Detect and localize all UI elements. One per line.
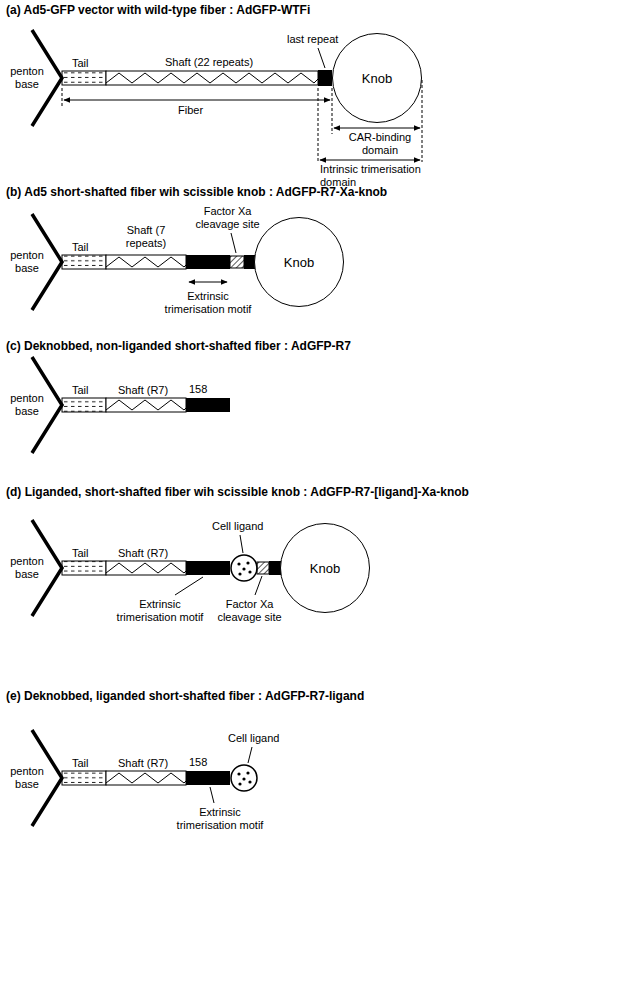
- part-label: penton base: [6, 65, 48, 90]
- node-text: Knob: [284, 255, 314, 270]
- tail-segment: [62, 398, 106, 412]
- tail-segment: [62, 255, 106, 269]
- ligand-symbol: [231, 555, 257, 581]
- part-label: Tail: [72, 757, 89, 770]
- dimension-guide: [422, 80, 423, 162]
- panel-title: (e) Deknobbed, liganded short-shafted fi…: [6, 690, 364, 704]
- dimension-guide: [332, 88, 333, 134]
- shaft-repeats: [106, 73, 318, 83]
- part-label: penton base: [6, 555, 48, 580]
- part-label: Shaft (7 repeats): [116, 224, 176, 249]
- part-label: last repeat: [287, 33, 338, 46]
- ligand-symbol: [231, 765, 257, 791]
- shaft-segment: [106, 71, 318, 85]
- ligand-dot: [237, 562, 240, 565]
- dimension-label: Fiber: [178, 104, 203, 117]
- tail-segment: [62, 71, 106, 85]
- part-label: Tail: [72, 241, 89, 254]
- part-label: Extrinsic trimerisation motif: [158, 290, 258, 315]
- shaft-repeats: [106, 563, 186, 573]
- dimension-label: Intrinsic trimerisation domain: [320, 163, 445, 188]
- leader-line: [175, 577, 203, 595]
- tail-segment: [62, 561, 106, 575]
- part-label: Factor Xa cleavage site: [212, 598, 287, 623]
- shaft-repeats: [106, 773, 186, 783]
- part-label: Shaft (22 repeats): [165, 56, 253, 69]
- part-label: Extrinsic trimerisation motif: [170, 806, 270, 831]
- part-label: Factor Xa cleavage site: [190, 205, 265, 230]
- part-label: Cell ligand: [212, 520, 263, 533]
- cleavage-site: [230, 256, 244, 268]
- part-label: Extrinsic trimerisation motif: [110, 598, 210, 623]
- dimension-guide: [62, 88, 63, 106]
- ligand-dot: [248, 780, 251, 783]
- residue-number: 158: [189, 383, 207, 396]
- ligand-dot: [246, 771, 249, 774]
- ligand-dot: [246, 561, 249, 564]
- shaft-segment: [106, 561, 186, 575]
- part-label: Tail: [72, 57, 89, 70]
- ligand-dot: [242, 567, 245, 570]
- trimerisation-block: [186, 398, 230, 412]
- shaft-segment: [106, 255, 186, 269]
- leader-line: [248, 747, 252, 763]
- panel-title: (d) Liganded, short-shafted fiber wih sc…: [6, 486, 469, 500]
- shaft-segment: [106, 771, 186, 785]
- ligand-dot: [242, 777, 245, 780]
- dimension-guide: [318, 88, 319, 162]
- leader-line: [231, 233, 236, 253]
- part-label: Cell ligand: [228, 732, 279, 745]
- leader-line: [255, 576, 262, 595]
- residue-number: 158: [189, 756, 207, 769]
- dimension-label: CAR-binding domain: [340, 131, 420, 156]
- panel-title: (a) Ad5-GFP vector with wild-type fiber …: [6, 4, 310, 18]
- panel-title: (b) Ad5 short-shafted fiber wih scissibl…: [6, 186, 387, 200]
- node-text: Knob: [362, 71, 392, 86]
- part-label: penton base: [6, 392, 48, 417]
- last-repeat-block: [318, 70, 332, 86]
- shaft-repeats: [106, 257, 186, 267]
- dimension-arrow: [189, 282, 227, 283]
- trimerisation-block: [186, 561, 230, 575]
- panel-title: (c) Deknobbed, non-liganded short-shafte…: [6, 340, 351, 354]
- shaft-repeats: [106, 400, 186, 410]
- trimerisation-block: [186, 771, 230, 785]
- part-label: Shaft (R7): [118, 384, 168, 397]
- part-label: penton base: [6, 249, 48, 274]
- knob-domain: Knob: [254, 217, 344, 307]
- leader-line: [240, 535, 243, 553]
- part-label: Shaft (R7): [118, 757, 168, 770]
- dimension-arrow: [334, 128, 420, 129]
- part-label: Shaft (R7): [118, 547, 168, 560]
- knob-domain: Knob: [332, 33, 422, 123]
- leader-line: [210, 787, 214, 803]
- ligand-dot: [238, 782, 241, 785]
- part-label: penton base: [6, 765, 48, 790]
- part-label: Tail: [72, 547, 89, 560]
- cleavage-site: [257, 562, 269, 574]
- ligand-dot: [248, 570, 251, 573]
- ligand-dot: [238, 572, 241, 575]
- dimension-arrow: [64, 100, 330, 101]
- knob-domain: Knob: [280, 523, 370, 613]
- tail-segment: [62, 771, 106, 785]
- dimension-arrow: [320, 160, 420, 161]
- leader-line: [318, 48, 325, 68]
- node-text: Knob: [310, 561, 340, 576]
- trimerisation-block: [186, 255, 230, 269]
- shaft-segment: [106, 398, 186, 412]
- ligand-dot: [237, 772, 240, 775]
- part-label: Tail: [72, 384, 89, 397]
